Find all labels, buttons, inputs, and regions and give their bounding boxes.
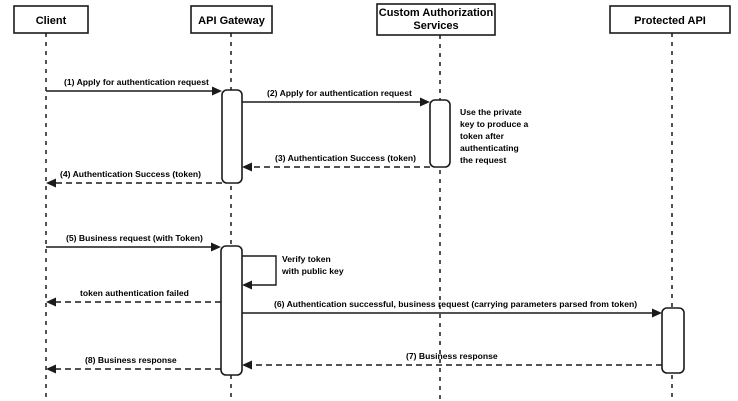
message-2[interactable]: (2) Apply for authentication request — [242, 88, 430, 107]
message-5-label: (5) Business request (with Token) — [66, 233, 203, 243]
note-private-key-line-5: the request — [460, 155, 506, 165]
activations-layer — [220, 89, 685, 376]
activation-protected-api[interactable] — [661, 307, 685, 374]
message-6-label: (6) Authentication successful, business … — [274, 299, 637, 309]
participant-box-custom-authorization-services[interactable] — [376, 3, 496, 36]
participant-box-client[interactable] — [13, 5, 89, 34]
message-4-arrowhead — [46, 178, 56, 188]
message-self-verify-token-arrowhead — [242, 280, 252, 290]
message-1-arrowhead — [212, 86, 222, 96]
message-6[interactable]: (6) Authentication successful, business … — [242, 299, 662, 318]
participant-api-gateway[interactable]: API Gateway — [190, 5, 273, 34]
message-self-verify-token[interactable]: Verify token with public key — [242, 254, 344, 290]
participant-label-client: Client — [36, 15, 67, 27]
note-private-key-line-3: token after — [460, 131, 505, 141]
message-1-label: (1) Apply for authentication request — [64, 77, 209, 87]
participant-box-protected-api[interactable] — [609, 5, 731, 34]
lifelines-layer — [45, 33, 673, 399]
message-1[interactable]: (1) Apply for authentication request — [46, 77, 222, 96]
message-5[interactable]: (5) Business request (with Token) — [46, 233, 221, 252]
participant-custom-authorization-services[interactable]: Custom Authorization Services — [376, 3, 496, 36]
message-3-label: (3) Authentication Success (token) — [275, 153, 416, 163]
message-token-authentication-failed-label: token authentication failed — [80, 288, 189, 298]
participant-label-custom-authorization-services-line1: Custom Authorization — [379, 7, 494, 19]
message-3-arrowhead — [242, 162, 252, 172]
note-private-key-line-2: key to produce a — [460, 119, 529, 129]
participant-label-api-gateway: API Gateway — [198, 15, 266, 27]
participant-client[interactable]: Client — [13, 5, 89, 34]
message-8-label: (8) Business response — [85, 355, 177, 365]
participant-label-custom-authorization-services-line2: Services — [413, 20, 458, 32]
message-self-verify-token-label-line1: Verify token — [282, 254, 331, 264]
message-4-label: (4) Authentication Success (token) — [60, 169, 201, 179]
activation-gateway-auth[interactable] — [221, 89, 243, 184]
message-8-arrowhead — [46, 364, 56, 374]
participant-protected-api[interactable]: Protected API — [609, 5, 731, 34]
message-self-verify-token-label-line2: with public key — [281, 266, 344, 276]
participant-box-api-gateway[interactable] — [190, 5, 273, 34]
message-token-authentication-failed[interactable]: token authentication failed — [46, 288, 221, 307]
message-self-verify-token-path — [242, 255, 277, 286]
message-6-arrowhead — [652, 308, 662, 318]
activation-cas[interactable] — [429, 99, 451, 168]
participant-label-protected-api: Protected API — [634, 15, 706, 27]
message-8[interactable]: (8) Business response — [46, 355, 221, 374]
activation-gateway-business[interactable] — [220, 245, 243, 376]
note-private-key: Use the private key to produce a token a… — [460, 107, 529, 165]
message-2-label: (2) Apply for authentication request — [267, 88, 412, 98]
message-4[interactable]: (4) Authentication Success (token) — [46, 169, 222, 188]
message-7-arrowhead — [242, 360, 252, 370]
note-private-key-line-1: Use the private — [460, 107, 522, 117]
message-token-authentication-failed-arrowhead — [46, 297, 56, 307]
note-private-key-line-4: authenticating — [460, 143, 519, 153]
message-7[interactable]: (7) Business response — [242, 351, 662, 370]
message-3[interactable]: (3) Authentication Success (token) — [242, 153, 430, 172]
message-7-label: (7) Business response — [406, 351, 498, 361]
message-2-arrowhead — [420, 97, 430, 107]
message-5-arrowhead — [211, 242, 221, 252]
